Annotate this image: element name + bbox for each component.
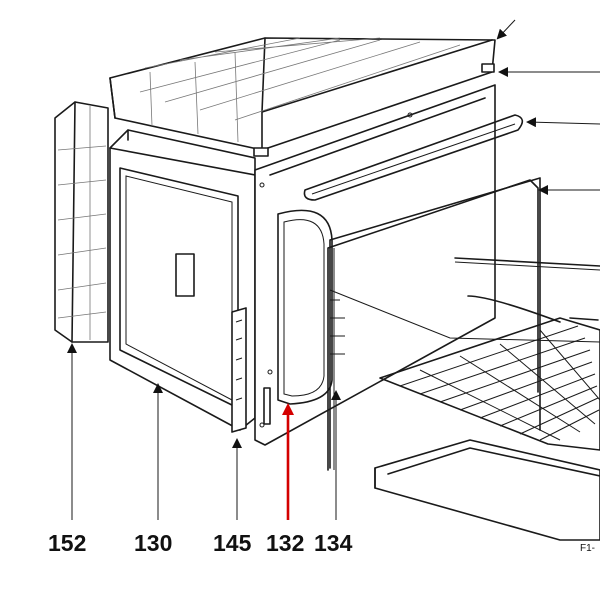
oven-cavity xyxy=(329,177,600,469)
top-insulation-part xyxy=(109,37,496,157)
top-heating-element xyxy=(303,114,524,201)
hinge-145 xyxy=(231,307,247,433)
side-insulation-panel-152 xyxy=(54,101,109,343)
label-130: 130 xyxy=(134,530,172,556)
leader-arrows-right xyxy=(496,19,600,195)
front-frame xyxy=(254,84,496,446)
leader-arrows-bottom xyxy=(67,343,341,520)
drip-tray xyxy=(374,439,600,541)
label-152: 152 xyxy=(48,530,86,556)
label-132: 132 xyxy=(266,530,304,556)
label-145: 145 xyxy=(213,530,252,556)
figure-code: F1- xyxy=(580,543,595,554)
door-assembly-130 xyxy=(109,129,256,431)
side-element-134 xyxy=(327,179,539,471)
spit-rod xyxy=(454,257,600,271)
door-seal-132 xyxy=(277,209,333,405)
wire-shelf xyxy=(379,295,600,451)
label-134: 134 xyxy=(314,530,353,556)
